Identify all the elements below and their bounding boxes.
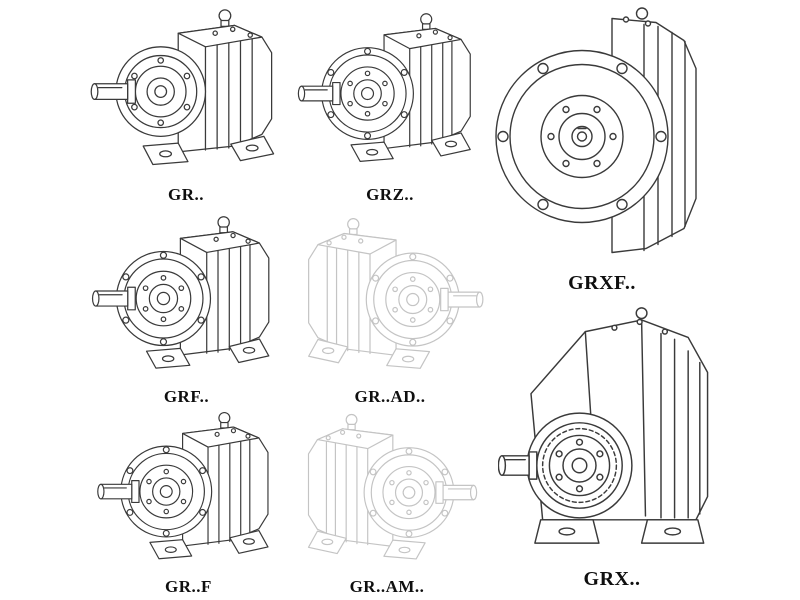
model-figure-grxf: GRXF..: [492, 4, 712, 296]
model-figure-gr-ad: GR..AD..: [290, 214, 490, 408]
model-figure-gr-f: GR..F: [86, 408, 291, 598]
gearbox-drawing-gr-icon: [86, 4, 286, 184]
gearbox-drawing-grxf-icon: [492, 4, 712, 270]
gearbox-drawing-gr-f-icon: [86, 408, 291, 576]
gearbox-drawing-grf-icon: [84, 212, 289, 386]
model-figure-gr: GR..: [86, 4, 286, 206]
gearbox-drawing-grz-icon: [296, 4, 484, 184]
model-label-grxf: GRXF..: [568, 272, 636, 294]
model-figure-gr-am: GR..AM..: [288, 410, 486, 598]
model-label-gr-am: GR..AM..: [349, 577, 425, 596]
gearbox-drawing-gr-am-icon: [288, 410, 486, 576]
model-label-gr-ad: GR..AD..: [354, 387, 426, 406]
model-figure-grx: GRX..: [498, 300, 726, 592]
model-label-gr: GR..: [168, 185, 204, 204]
model-label-gr-f: GR..F: [165, 577, 212, 596]
model-label-grz: GRZ..: [366, 185, 414, 204]
gearbox-drawing-gr-ad-icon: [290, 214, 490, 386]
model-label-grx: GRX..: [583, 568, 641, 590]
model-label-grf: GRF..: [163, 387, 210, 406]
model-figure-grz: GRZ..: [296, 4, 484, 206]
model-figure-grf: GRF..: [84, 212, 289, 408]
gearbox-drawing-grx-icon: [498, 300, 726, 566]
